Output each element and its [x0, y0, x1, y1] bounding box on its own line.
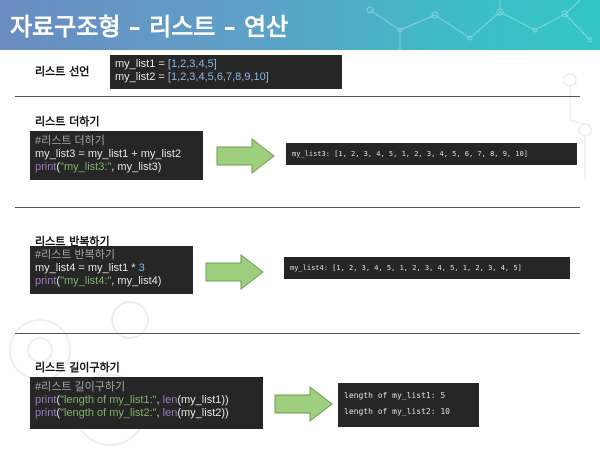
- section-divider: [15, 333, 580, 334]
- code-string: "length of my_list2:": [60, 407, 157, 419]
- section-label-repeat: 리스트 반복하기: [35, 235, 110, 248]
- output-block-add: my_list3: [1, 2, 3, 4, 5, 1, 2, 3, 4, 5,…: [286, 143, 577, 165]
- code-text: (my_list1)): [177, 394, 229, 406]
- section-label-declare: 리스트 선언: [35, 65, 90, 78]
- code-line: print("length of my_list2:", len(my_list…: [35, 407, 229, 419]
- code-block-repeat: #리스트 반복하기 my_list4 = my_list1 * 3 print(…: [30, 246, 193, 294]
- code-line: print("length of my_list1:", len(my_list…: [35, 394, 229, 406]
- section-label-add: 리스트 더하기: [35, 115, 100, 128]
- right-arrow-icon: [274, 386, 333, 422]
- code-text: , my_list4): [111, 275, 162, 287]
- code-block-add: #리스트 더하기 my_list3 = my_list1 + my_list2 …: [30, 131, 203, 180]
- section-label-length: 리스트 길이구하기: [35, 361, 120, 374]
- code-text: ,: [156, 394, 163, 406]
- code-text: my_list2 =: [115, 71, 168, 83]
- code-comment: #리스트 반복하기: [35, 249, 116, 261]
- code-number: [1,2,3,4,5]: [167, 58, 217, 70]
- code-line: print("my_list4:", my_list4): [35, 275, 162, 287]
- code-comment: #리스트 길이구하기: [35, 381, 126, 393]
- output-line: length of my_list1: 5: [344, 391, 446, 400]
- circuit-side-decoration-icon: [563, 73, 592, 180]
- circuit-decoration-icon: [366, 0, 593, 50]
- right-arrow-icon: [205, 254, 264, 290]
- code-line: my_list1 = [1,2,3,4,5]: [115, 58, 337, 71]
- code-text: , my_list3): [111, 161, 162, 173]
- code-block-declare: my_list1 = [1,2,3,4,5] my_list2 = [1,2,3…: [110, 55, 342, 89]
- code-function: len: [162, 407, 178, 419]
- code-function: len: [162, 394, 178, 406]
- code-line: my_list4 = my_list1 * 3: [35, 262, 188, 275]
- output-block-length: length of my_list1: 5 length of my_list2:…: [338, 383, 479, 427]
- code-text: (my_list2)): [177, 407, 229, 419]
- code-string: "my_list4:": [60, 275, 112, 287]
- code-function: print: [35, 394, 57, 406]
- output-block-repeat: my_list4: [1, 2, 3, 4, 5, 1, 2, 3, 4, 5,…: [284, 257, 570, 279]
- section-divider: [15, 96, 580, 97]
- code-string: "my_list3:": [60, 161, 112, 173]
- title-banner: 자료구조형 – 리스트 – 연산: [0, 0, 600, 50]
- code-text: ,: [156, 407, 163, 419]
- code-function: print: [35, 275, 57, 287]
- code-number: [1,2,3,4,5,6,7,8,9,10]: [167, 71, 269, 83]
- output-line: length of my_list2: 10: [344, 407, 450, 416]
- section-divider: [15, 207, 580, 208]
- code-comment: #리스트 더하기: [35, 135, 105, 147]
- code-function: print: [35, 407, 57, 419]
- code-line: my_list3 = my_list1 + my_list2: [35, 148, 182, 160]
- code-text: my_list4 = my_list1 *: [35, 262, 139, 274]
- page-title: 자료구조형 – 리스트 – 연산: [10, 13, 289, 41]
- code-text: my_list1 =: [115, 58, 168, 70]
- code-function: print: [35, 161, 57, 173]
- code-block-length: #리스트 길이구하기 print("length of my_list1:", …: [30, 377, 263, 429]
- code-line: print("my_list3:", my_list3): [35, 161, 162, 173]
- right-arrow-icon: [216, 138, 275, 174]
- code-line: my_list2 = [1,2,3,4,5,6,7,8,9,10]: [115, 71, 337, 84]
- code-string: "length of my_list1:": [60, 394, 157, 406]
- code-number: 3: [138, 262, 145, 274]
